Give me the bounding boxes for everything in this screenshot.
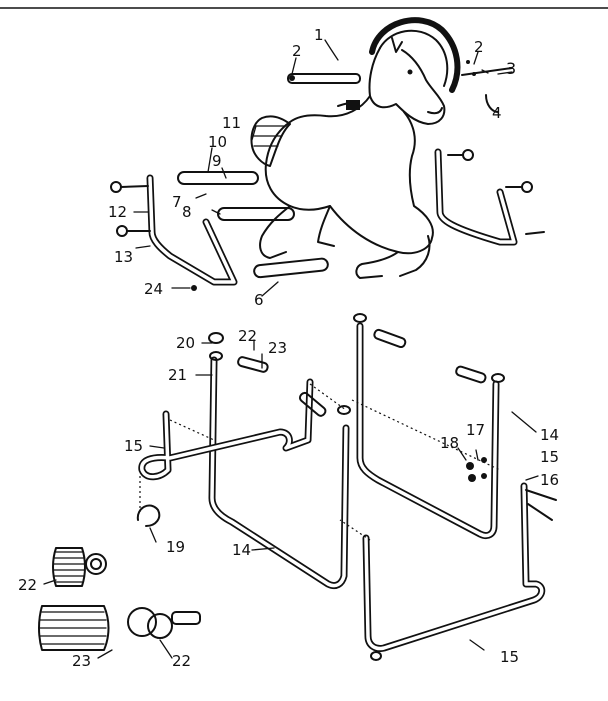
horse-body	[250, 17, 461, 279]
label-10: 10	[208, 133, 227, 151]
label-17: 17	[466, 421, 485, 439]
label-20: 20	[176, 334, 195, 352]
label-9: 9	[212, 152, 222, 170]
label-22b: 22	[18, 576, 37, 594]
label-6: 6	[254, 291, 264, 309]
label-18: 18	[440, 434, 459, 452]
label-14b: 14	[232, 541, 251, 559]
label-21: 21	[168, 366, 187, 384]
label-23b: 23	[72, 652, 91, 670]
label-12: 12	[108, 203, 127, 221]
label-13: 13	[114, 248, 133, 266]
leader-lines	[43, 39, 539, 659]
front-stand	[110, 174, 238, 291]
label-1: 1	[314, 26, 324, 44]
label-23a: 23	[268, 339, 287, 357]
rear-stand	[434, 148, 545, 246]
label-3: 3	[506, 59, 516, 78]
label-15a: 15	[124, 437, 143, 455]
label-4: 4	[492, 104, 502, 122]
label-11: 11	[222, 114, 241, 132]
label-15b: 15	[540, 448, 559, 466]
spring-detail	[38, 547, 201, 651]
label-19: 19	[166, 538, 185, 556]
label-22c: 22	[172, 652, 191, 670]
label-15c: 15	[500, 648, 519, 666]
label-2b: 2	[474, 38, 484, 56]
part-labels: 1 2 2 3 4 6 7 8 9 10 11 12 13 14 14 15 1…	[18, 26, 559, 670]
crossbars	[177, 171, 329, 279]
label-22a: 22	[238, 327, 257, 345]
label-24: 24	[144, 280, 163, 298]
label-7: 7	[172, 193, 182, 211]
label-16: 16	[540, 471, 559, 489]
label-8: 8	[182, 203, 192, 221]
lower-frame	[136, 313, 557, 661]
label-2a: 2	[292, 42, 302, 60]
top-hardware	[287, 60, 513, 113]
label-14a: 14	[540, 426, 559, 444]
